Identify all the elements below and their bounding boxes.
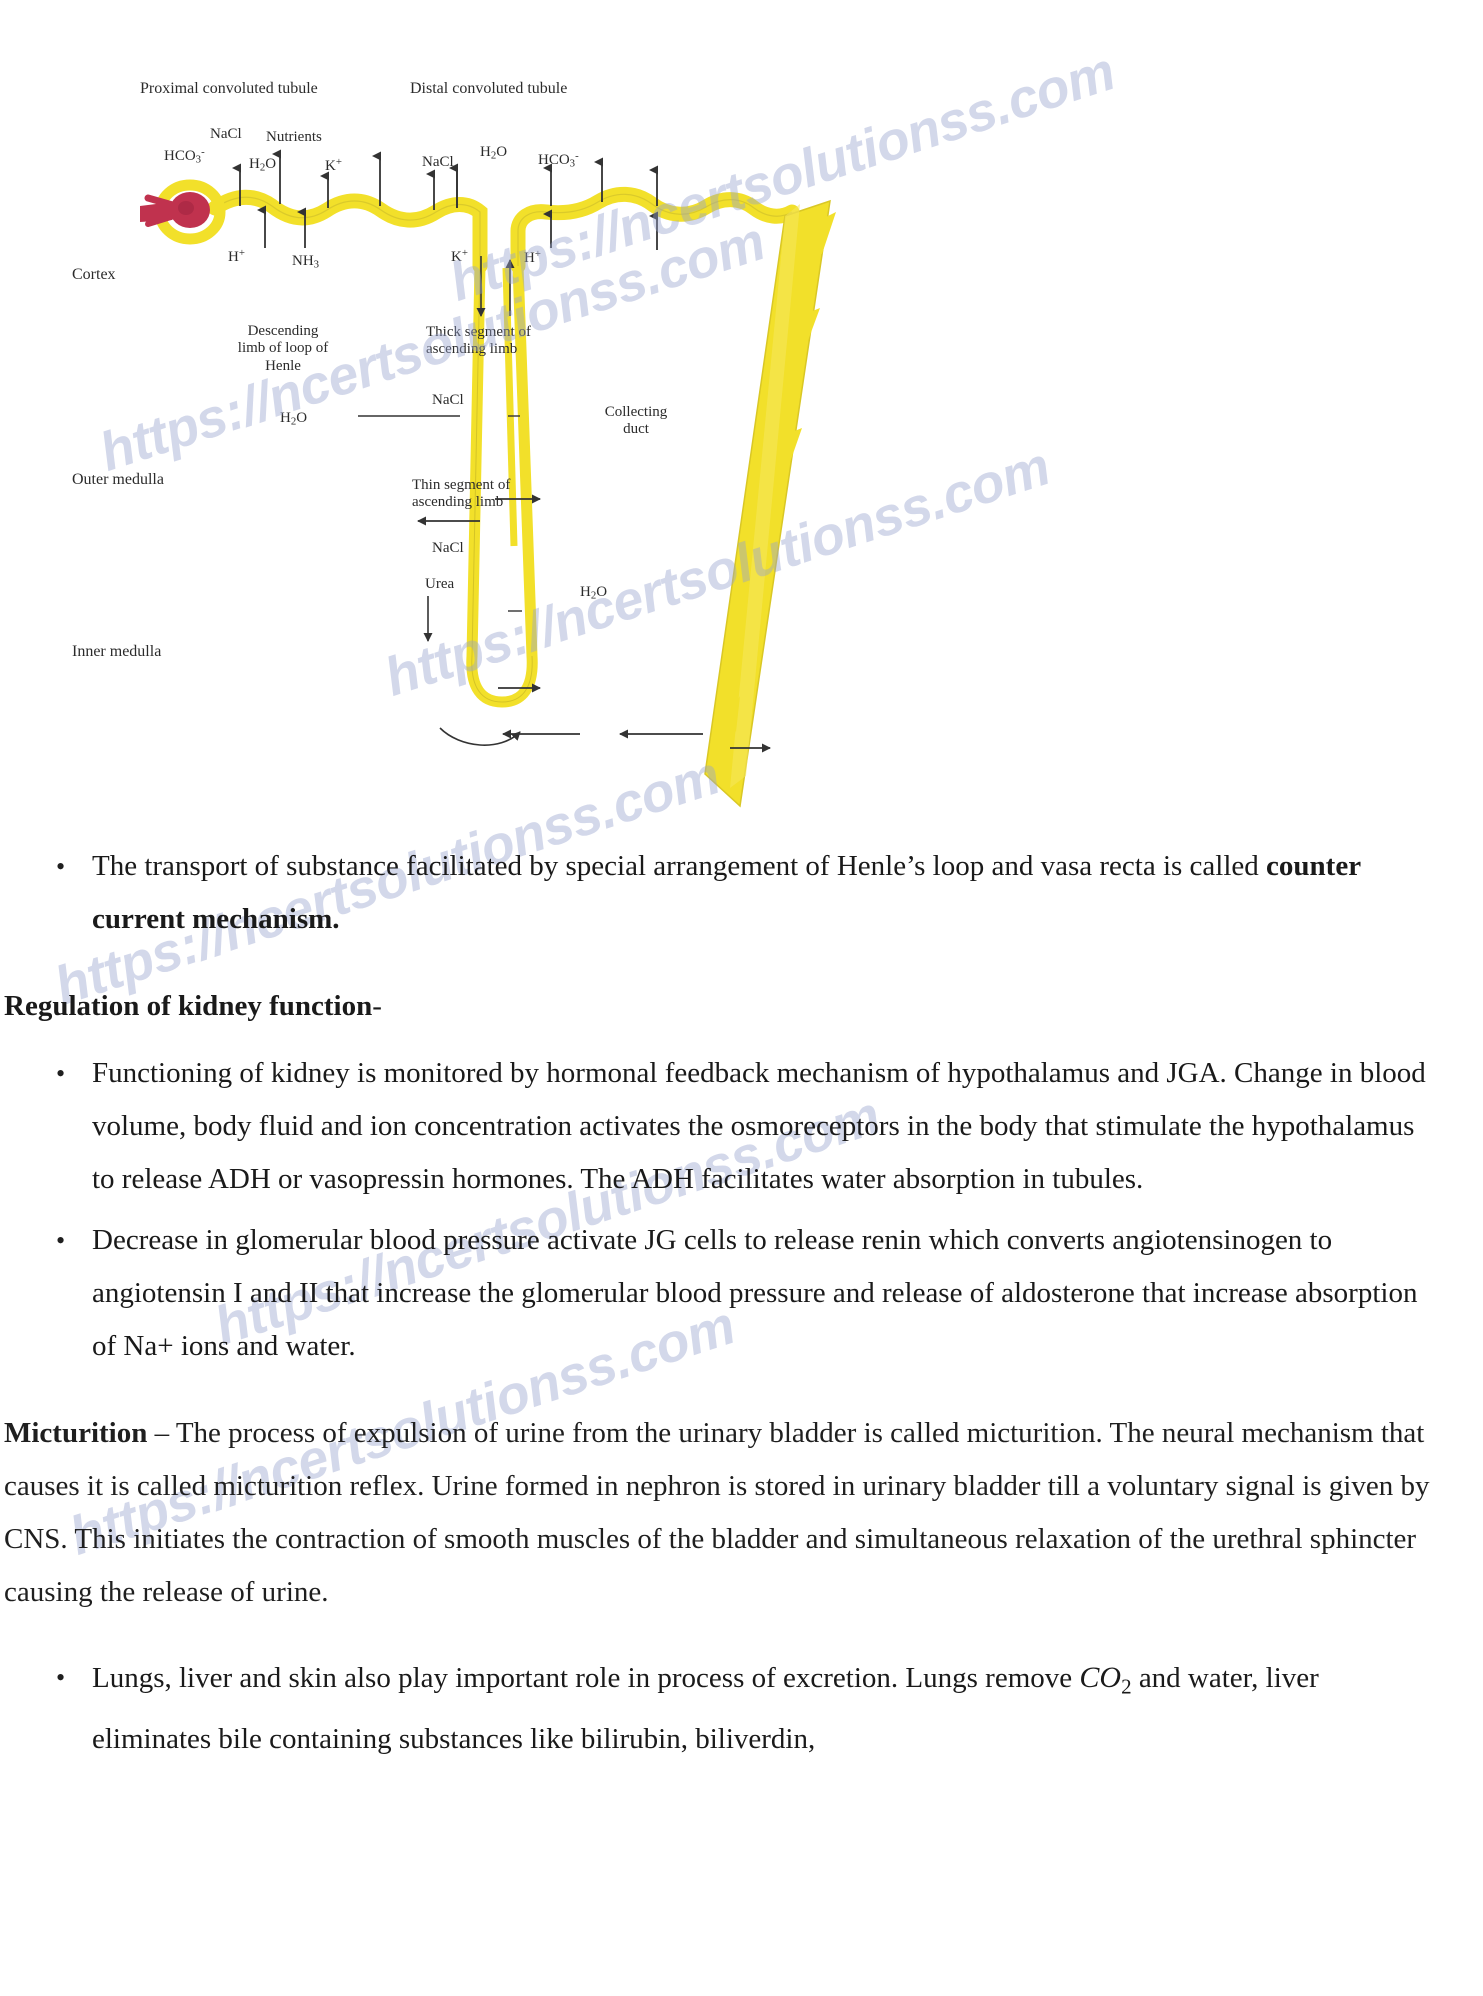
label-nacl-upper-medulla: NaCl xyxy=(432,392,464,408)
label-proximal-convoluted-tubule: Proximal convoluted tubule xyxy=(140,80,318,97)
nephron-diagram: Proximal convoluted tubule Distal convol… xyxy=(40,16,1483,856)
counter-current-list: The transport of substance facilitated b… xyxy=(0,840,1473,946)
label-nacl-pct: NaCl xyxy=(210,126,242,142)
label-cortex: Cortex xyxy=(72,266,116,283)
regulation-heading-bold: Regulation of kidney function xyxy=(4,990,373,1022)
micturition-text: – The process of expulsion of urine from… xyxy=(4,1417,1430,1608)
leader-lines xyxy=(358,415,522,612)
descending-limb-line-1: Descending xyxy=(247,323,319,339)
thick-segment-line-1: Thick segment of xyxy=(426,324,531,340)
label-k-dct: K+ xyxy=(451,247,468,265)
co2-formula-subscript: 2 xyxy=(1121,1674,1132,1699)
label-descending-limb: Descending limb of loop of Henle xyxy=(208,323,358,375)
label-outer-medulla: Outer medulla xyxy=(72,471,164,488)
spacer xyxy=(0,1637,1473,1651)
label-h2o-descending: H2O xyxy=(280,410,308,428)
flow-arrows xyxy=(423,256,521,746)
proximal-convoluted-tubule-shape xyxy=(207,189,488,274)
page-content: The transport of substance facilitated b… xyxy=(0,840,1483,1774)
descending-limb-shape xyxy=(466,265,538,708)
list-item: Decrease in glomerular blood pressure ac… xyxy=(0,1214,1473,1373)
label-thick-segment: Thick segment of ascending limb xyxy=(426,324,531,359)
label-nutrients-pct: Nutrients xyxy=(266,129,322,145)
label-inner-medulla: Inner medulla xyxy=(72,643,162,660)
label-hco3-dct: HCO3- xyxy=(538,150,579,170)
descending-limb-line-3: Henle xyxy=(265,357,301,374)
label-h2o-pct: H2O xyxy=(249,156,277,174)
thick-segment-line-2: ascending limb xyxy=(426,341,518,358)
medulla-arrows xyxy=(417,494,771,753)
list-item: Lungs, liver and skin also play importan… xyxy=(0,1651,1473,1766)
label-nacl-dct: NaCl xyxy=(422,154,454,170)
label-urea: Urea xyxy=(425,576,455,592)
pct-down-arrows xyxy=(257,205,306,248)
micturition-paragraph: Micturition – The process of expulsion o… xyxy=(0,1407,1473,1619)
excretion-organs-list: Lungs, liver and skin also play importan… xyxy=(0,1651,1473,1766)
regulation-list: Functioning of kidney is monitored by ho… xyxy=(0,1047,1473,1373)
label-nh3-pct: NH3 xyxy=(292,253,320,271)
nephron-diagram-svg xyxy=(140,149,836,808)
label-h2o-collecting: H2O xyxy=(580,584,608,602)
distal-convoluted-tubule-shape xyxy=(510,186,800,274)
collecting-duct-line-2: duct xyxy=(623,421,649,438)
co2-formula-base: CO xyxy=(1079,1661,1122,1694)
dct-arrow-group xyxy=(543,157,658,250)
pct-up-arrows xyxy=(232,149,435,210)
list-item: Functioning of kidney is monitored by ho… xyxy=(0,1047,1473,1206)
spacer xyxy=(0,954,1473,968)
label-distal-convoluted-tubule: Distal convoluted tubule xyxy=(410,80,568,97)
counter-current-term: counter current mechanism. xyxy=(92,850,1361,935)
label-k-pct: K+ xyxy=(325,156,342,174)
descending-limb-line-2: limb of loop of xyxy=(237,340,329,357)
label-collecting-duct: Collecting duct xyxy=(593,404,679,439)
page-title: Regulation of kidney function- xyxy=(0,980,1473,1033)
label-h2o-dct: H2O xyxy=(480,144,508,162)
glomerulus-shape xyxy=(140,179,226,245)
collecting-duct-line-1: Collecting xyxy=(604,404,668,420)
label-h-dct: H+ xyxy=(524,248,541,266)
list-item: The transport of substance facilitated b… xyxy=(0,840,1473,946)
collecting-duct-shape xyxy=(704,199,836,808)
final-bullet-part2: and water, liver eliminates bile contain… xyxy=(92,1662,1319,1756)
final-bullet-part1: Lungs, liver and skin also play importan… xyxy=(92,1662,1080,1694)
label-hco3-pct: HCO3- xyxy=(164,146,205,166)
regulation-heading-suffix: - xyxy=(372,990,382,1022)
spacer xyxy=(0,1381,1473,1407)
thin-segment-line-2: ascending limb xyxy=(412,494,504,511)
micturition-term: Micturition xyxy=(4,1417,148,1449)
counter-current-text: The transport of substance facilitated b… xyxy=(92,850,1267,882)
label-h-pct: H+ xyxy=(228,247,245,265)
co2-formula: CO2 xyxy=(1079,1661,1131,1698)
thin-segment-line-1: Thin segment of xyxy=(412,477,511,493)
label-thin-segment: Thin segment of ascending limb xyxy=(412,477,510,512)
label-nacl-lower-medulla: NaCl xyxy=(432,540,464,556)
